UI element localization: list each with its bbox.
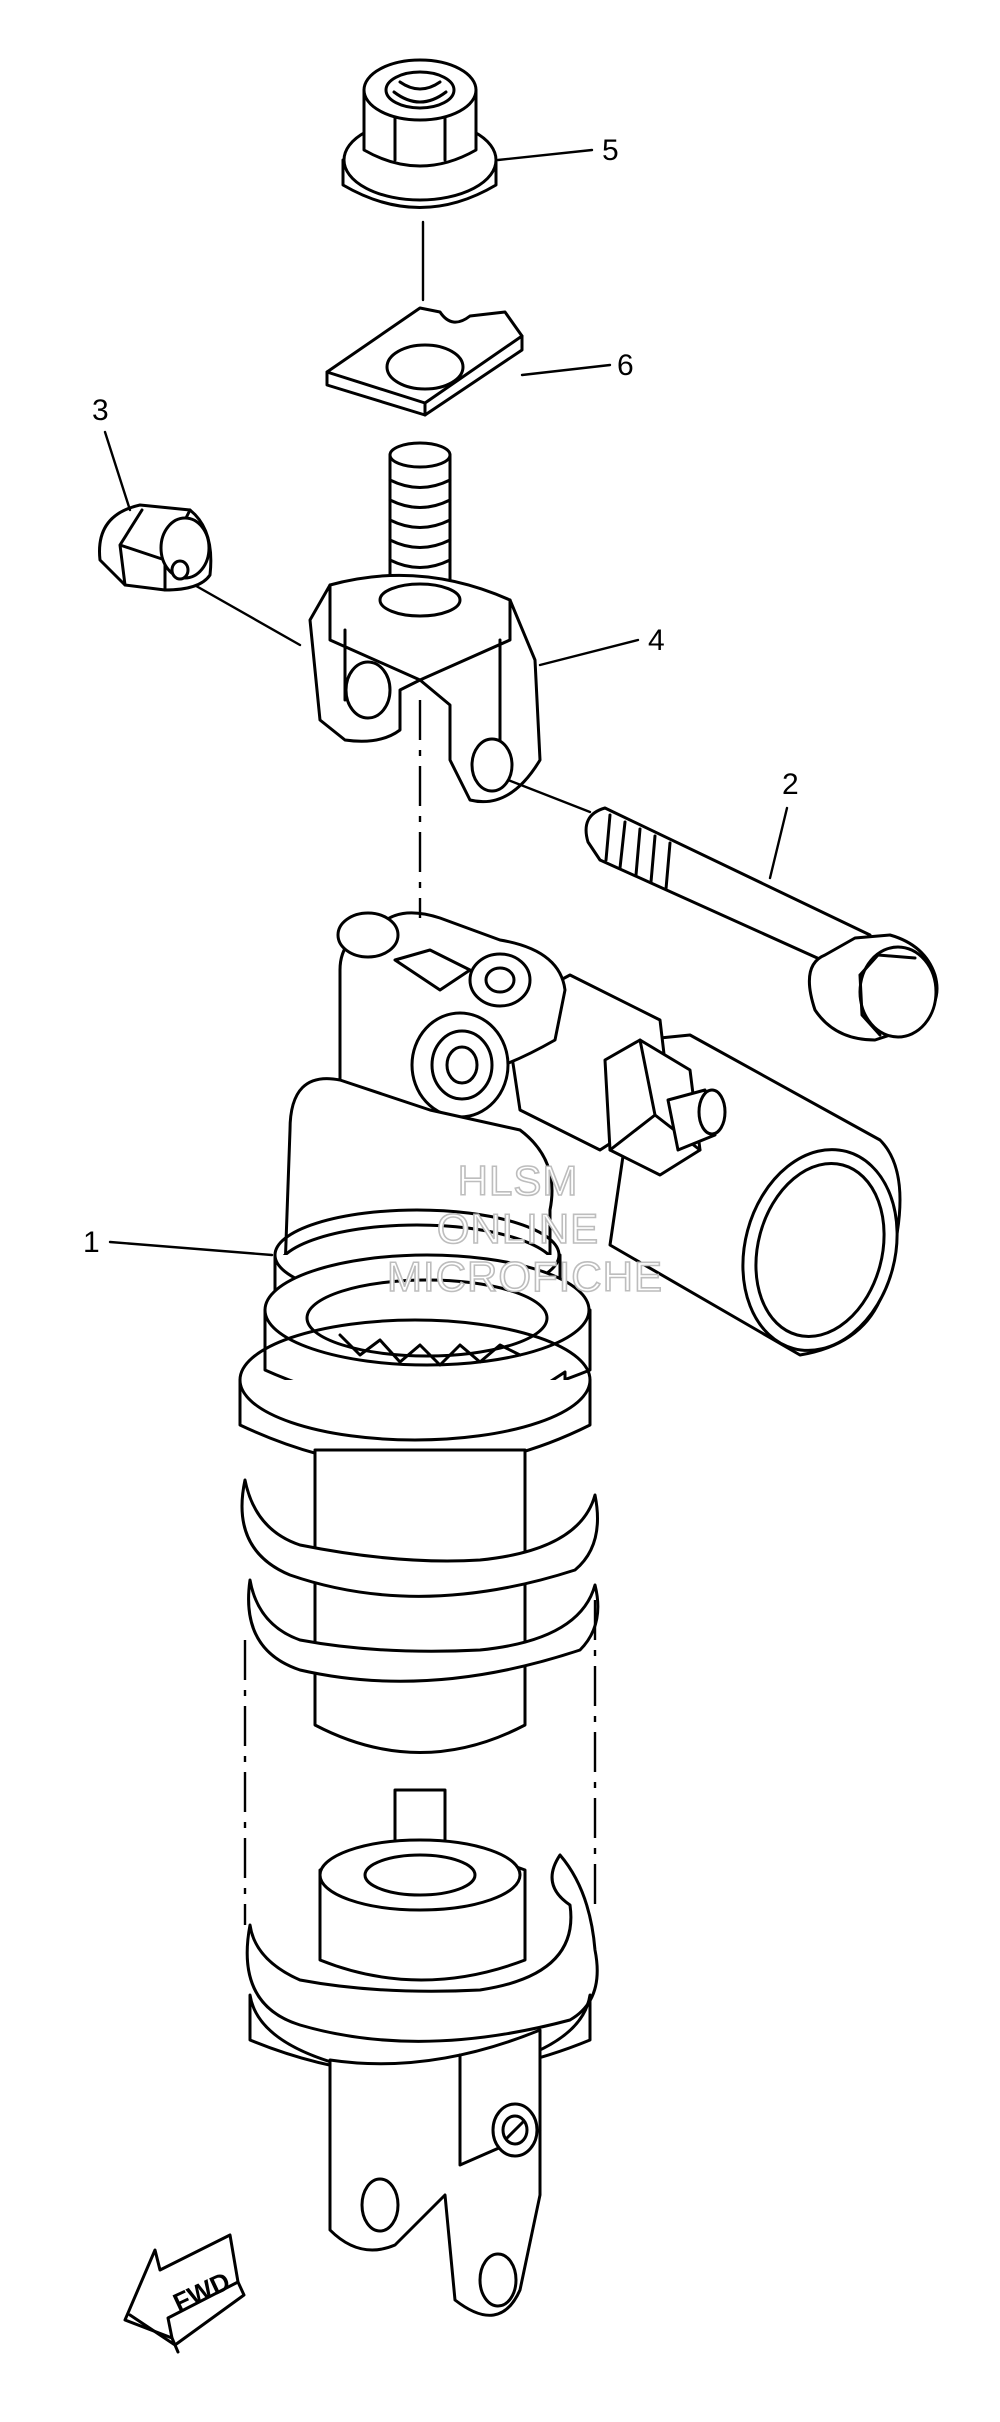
part-4-upper-bracket[interactable]	[308, 441, 542, 804]
part-5-flange-nut[interactable]	[341, 58, 498, 209]
part-2-bolt[interactable]	[584, 806, 939, 1042]
callout-leaders	[103, 148, 789, 1257]
callout-2-label: 2	[782, 768, 799, 801]
fwd-direction-badge: FWD	[123, 2233, 246, 2354]
callout-5-label: 5	[602, 134, 619, 167]
watermark: HLSM ONLINE MICROFICHE	[386, 1156, 663, 1301]
callout-1-label: 1	[83, 1226, 100, 1259]
callout-4-label: 4	[648, 624, 665, 657]
watermark-line-1: HLSM	[458, 1157, 579, 1204]
callout-3-label: 3	[92, 394, 109, 427]
watermark-line-2: ONLINE	[437, 1205, 599, 1252]
watermark-line-3: MICROFICHE	[387, 1253, 663, 1300]
part-3-nut[interactable]	[98, 503, 213, 592]
part-1-shock-absorber[interactable]	[238, 911, 919, 2317]
callout-6-label: 6	[617, 349, 634, 382]
part-6-lock-washer[interactable]	[325, 306, 524, 417]
